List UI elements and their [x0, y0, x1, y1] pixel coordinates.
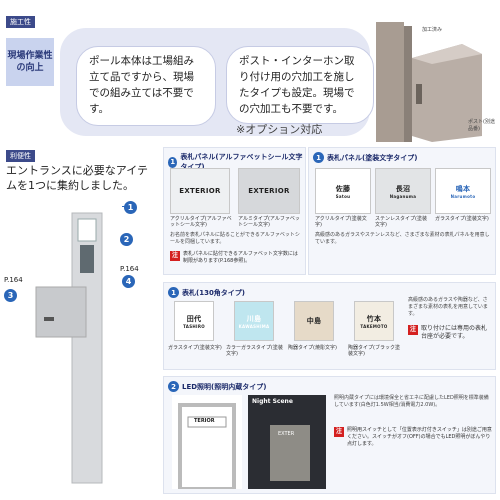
day-scene: TERIOR: [172, 395, 242, 491]
photo-label-post: ポスト(別途品番): [468, 119, 495, 132]
option-note: ※オプション対応: [236, 123, 323, 136]
callout-4: 4: [122, 275, 135, 288]
post-photo: [372, 18, 494, 144]
convenience-tag: 利便性: [6, 150, 35, 162]
nameplate-ceramic: 中島: [294, 301, 334, 341]
photo-label-processed: 加工済み: [422, 27, 443, 33]
bubble-factory-assembly: ポール本体は工場組み立て品ですから、現場での組み立ては不要です。: [76, 46, 216, 126]
headline: エントランスに必要なアイテムを1つに集約しました。: [6, 164, 149, 192]
panel-acrylic: EXTERIOR: [170, 168, 230, 214]
page-ref-right: P.164: [120, 265, 139, 273]
page-ref-left: P.164: [4, 276, 23, 284]
bubble-hole-processing: ポスト・インターホン取り付け用の穴加工を施したタイプも設定。現場での穴加工も不要…: [226, 46, 374, 124]
construction-tag: 施工性: [6, 16, 35, 28]
entrance-pole-illustration: [20, 205, 150, 495]
callout-3: 3: [4, 289, 17, 302]
panel-aluminum: EXTERIOR: [238, 168, 300, 214]
night-scene: Night Scene EXTER: [248, 395, 326, 489]
callout-1: 1: [124, 201, 137, 214]
side-label: 現場作業性の向上: [6, 38, 54, 86]
callout-2: 2: [120, 233, 133, 246]
